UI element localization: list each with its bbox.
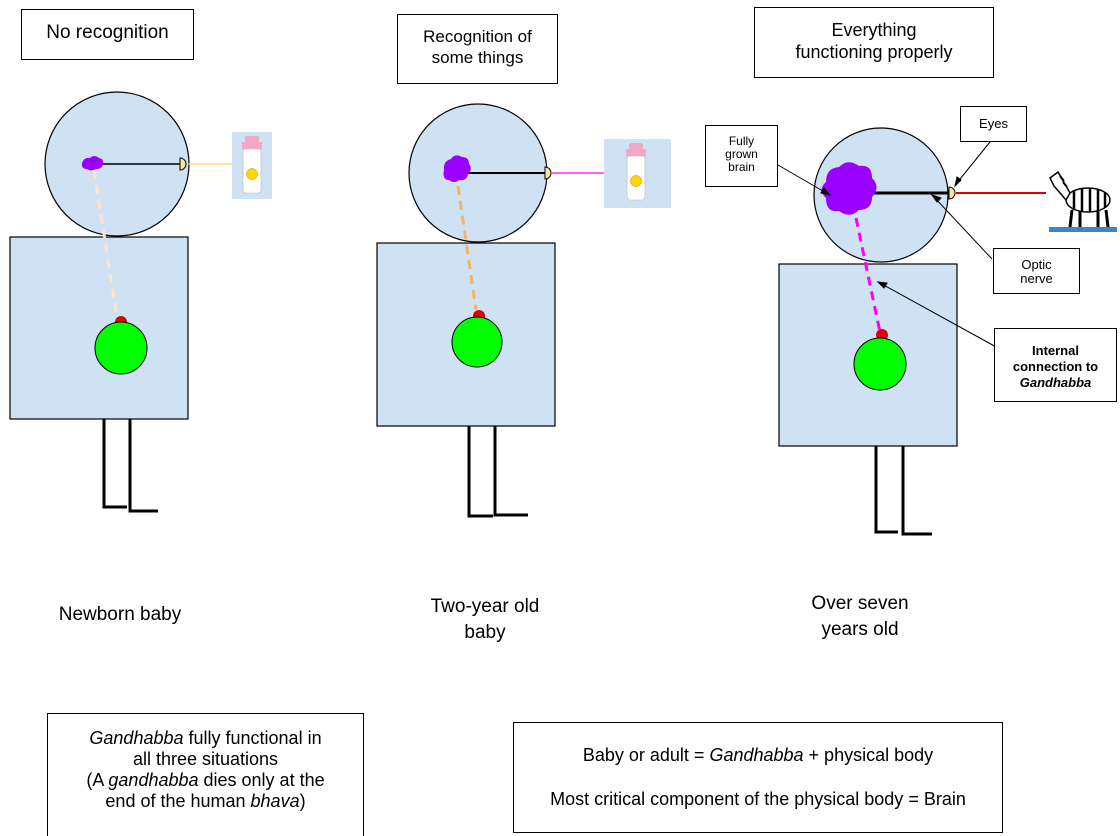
gandhabba-two-year — [451, 316, 503, 368]
note-line: Most critical component of the physical … — [550, 789, 966, 809]
caption-line: years old — [821, 619, 899, 640]
note-line: (A gandhabba dies only at the — [48, 770, 363, 791]
caption-line: baby — [464, 622, 506, 643]
note-text: (A — [86, 770, 109, 790]
caption-adult: Over seven years old — [780, 591, 940, 643]
callout-arrows — [777, 141, 999, 349]
note-italic: bhava — [250, 791, 300, 811]
callout-line: Fully — [728, 134, 755, 148]
callout-line: nerve — [1020, 271, 1053, 286]
caption-line: Newborn baby — [58, 604, 182, 625]
eye-newborn — [179, 157, 187, 171]
note-gandhabba-functional: Gandhabba fully functional in all three … — [47, 713, 364, 836]
gandhabba-newborn — [94, 321, 148, 375]
internal-connection-two-year — [456, 185, 478, 311]
body-newborn — [9, 236, 189, 420]
gandhabba-adult — [853, 337, 907, 391]
note-text: ) — [299, 791, 306, 811]
caption-line: Over seven — [811, 593, 909, 614]
legs-newborn — [102, 419, 158, 513]
callout-line: brain — [728, 160, 755, 174]
panel-title-two-year: Recognition of some things — [397, 14, 558, 84]
brain-two-year — [443, 155, 471, 182]
note-text: Baby or adult = — [582, 745, 710, 765]
panel-title-line: functioning properly — [795, 42, 953, 62]
note-line: end of the human bhava) — [48, 791, 363, 812]
note-line: Baby or adult = Gandhabba + physical bod… — [514, 745, 1002, 766]
callout-internal-connection: Internal connection to Gandhabba — [994, 328, 1117, 402]
caption-newborn: Newborn baby — [40, 602, 200, 628]
callout-optic-nerve: Optic nerve — [993, 248, 1080, 294]
note-line: all three situations — [132, 749, 279, 769]
note-text: end of the human — [105, 791, 251, 811]
figure-adult — [777, 127, 1117, 536]
panel-title-line: Everything — [831, 20, 917, 40]
note-italic: Gandhabba — [89, 728, 184, 748]
eye-adult — [948, 186, 956, 200]
internal-connection-adult — [854, 217, 882, 333]
brain-adult — [821, 162, 877, 215]
panel-title-adult: Everything functioning properly — [754, 7, 994, 78]
note-text: fully functional in — [183, 728, 322, 748]
callout-eyes-label: Eyes — [979, 116, 1008, 131]
note-text: + physical body — [803, 745, 934, 765]
brain-newborn — [81, 156, 104, 171]
milk-bottle-icon — [604, 139, 671, 208]
note-baby-or-adult: Baby or adult = Gandhabba + physical bod… — [513, 722, 1003, 833]
figure-newborn — [9, 91, 272, 513]
zebra-icon — [1049, 170, 1117, 232]
callout-line: Gandhabba — [1019, 375, 1092, 390]
callout-line: grown — [725, 147, 758, 161]
note-text: dies only at the — [198, 770, 325, 790]
legs-two-year — [467, 426, 528, 518]
note-line: Gandhabba fully functional in — [48, 728, 363, 749]
panel-title-line: Recognition of — [423, 27, 532, 46]
legs-adult — [874, 446, 932, 536]
caption-two-year: Two-year old baby — [405, 594, 565, 646]
milk-bottle-icon — [232, 132, 272, 199]
eye-two-year — [544, 166, 552, 180]
callout-line: Internal — [1032, 343, 1079, 358]
note-italic: gandhabba — [108, 770, 199, 790]
callout-line: connection to — [1012, 359, 1099, 374]
callout-fully-grown-brain: Fully grown brain — [705, 125, 778, 187]
note-italic: Gandhabba — [709, 745, 804, 765]
panel-title-newborn: No recognition — [21, 9, 194, 60]
callout-eyes: Eyes — [960, 106, 1027, 142]
internal-connection-newborn — [92, 169, 119, 319]
head-adult — [813, 127, 949, 263]
callout-line: Optic — [1021, 257, 1052, 272]
panel-title-line: No recognition — [46, 22, 169, 43]
panel-title-line: some things — [431, 48, 524, 67]
caption-line: Two-year old — [430, 596, 540, 617]
figure-two-year — [376, 103, 671, 518]
